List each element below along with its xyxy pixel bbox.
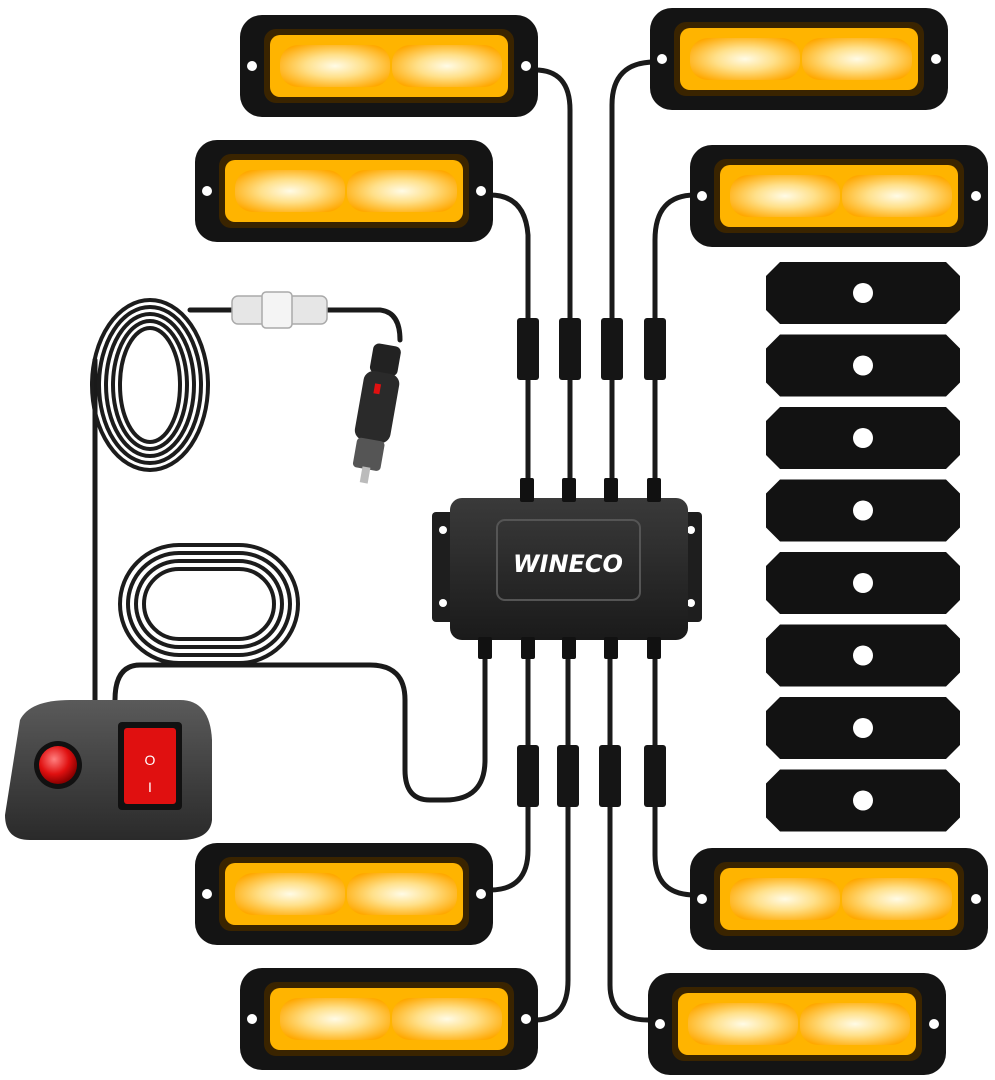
brand-logo: WINECO xyxy=(513,550,623,578)
gasket xyxy=(766,262,960,324)
light-head xyxy=(240,15,538,117)
switch-box: O I xyxy=(5,700,212,840)
gasket xyxy=(766,334,960,397)
gasket xyxy=(766,479,960,542)
rocker-off-symbol: O xyxy=(145,752,156,768)
light-head xyxy=(648,973,946,1075)
light-head xyxy=(240,968,538,1070)
mounting-gaskets xyxy=(766,262,960,832)
cigarette-plug xyxy=(352,343,401,484)
gasket xyxy=(766,769,960,832)
gasket xyxy=(766,552,960,614)
controller-box: WINECO xyxy=(432,498,702,640)
gasket xyxy=(766,624,960,687)
coiled-switch-cable xyxy=(118,543,300,665)
gasket xyxy=(766,697,960,759)
wire-connectors xyxy=(517,318,666,807)
rocker-switch-icon: O I xyxy=(118,722,182,810)
push-button-icon xyxy=(34,741,82,789)
box-connectors xyxy=(478,478,661,659)
light-head xyxy=(690,145,988,247)
light-head xyxy=(650,8,948,110)
light-head xyxy=(195,843,493,945)
light-heads xyxy=(195,8,988,1075)
coiled-power-cable xyxy=(90,298,210,472)
light-head xyxy=(195,140,493,242)
gasket xyxy=(766,407,960,469)
rocker-on-symbol: I xyxy=(148,779,152,795)
light-head xyxy=(690,848,988,950)
fuse-holder xyxy=(231,291,328,329)
